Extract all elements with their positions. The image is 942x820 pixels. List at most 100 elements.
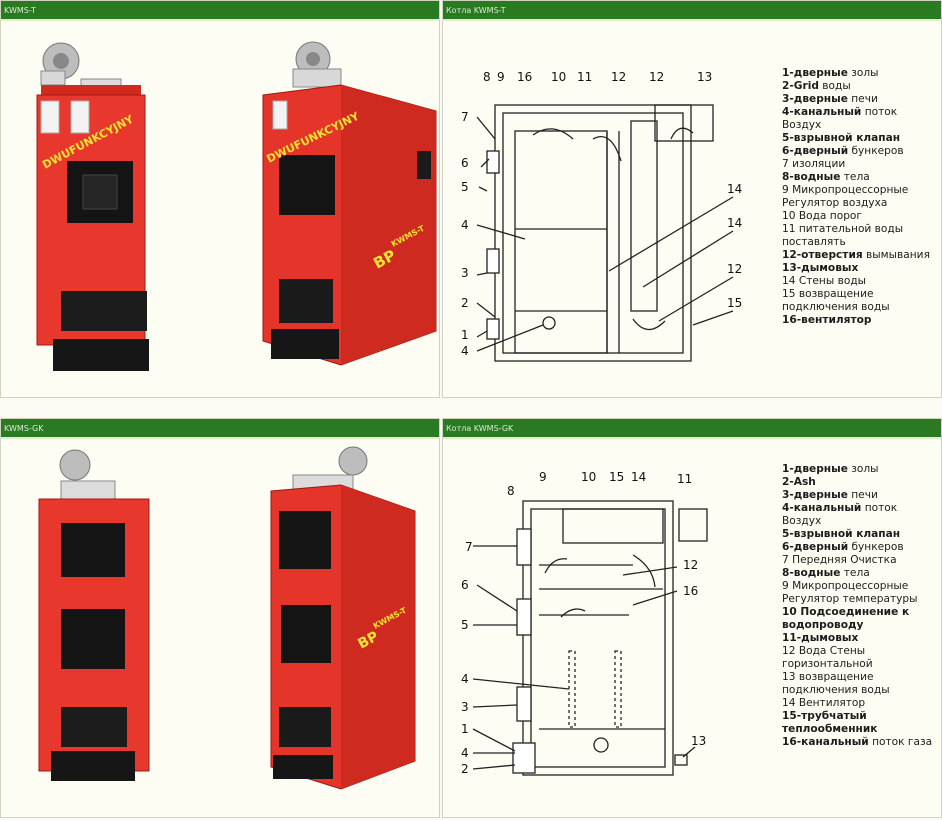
legend-item: 2-Grid воды bbox=[782, 80, 930, 93]
legend-item: 1-дверные золы bbox=[782, 463, 932, 476]
diagram-label: 12 bbox=[611, 70, 626, 84]
legend-item: подключения воды bbox=[782, 684, 932, 697]
legend-item: 5-взрывной клапан bbox=[782, 132, 930, 145]
diagram-label: 7 bbox=[461, 110, 469, 124]
diagram-label: 9 bbox=[497, 70, 505, 84]
legend-item: 13 возвращение bbox=[782, 671, 932, 684]
legend-item: 7 Передняя Очистка bbox=[782, 554, 932, 567]
diagram-label: 11 bbox=[577, 70, 592, 84]
legend-item-key: 3-дверные bbox=[782, 489, 848, 501]
boiler-side-photo: BP KWMS-T bbox=[270, 446, 416, 790]
diagram-label: 4 bbox=[461, 672, 469, 686]
panel-bottom-left: KWMS-GK BP KWMS-T bbox=[0, 418, 440, 818]
diagram-label: 5 bbox=[461, 618, 469, 632]
legend-item-key: 4-канальный bbox=[782, 502, 862, 514]
legend-item: 14 Стены воды bbox=[782, 275, 930, 288]
panel-header: KWMS-GK bbox=[1, 419, 439, 439]
legend-item-key: 2-Grid bbox=[782, 80, 819, 92]
legend-item-text: подключения воды bbox=[782, 301, 890, 313]
diagram-label: 1 bbox=[461, 328, 469, 342]
legend-item: Регулятор воздуха bbox=[782, 197, 930, 210]
diagram-label: 6 bbox=[461, 156, 469, 170]
legend-item-key: 15-трубчатый bbox=[782, 710, 867, 722]
diagram-label: 2 bbox=[461, 296, 469, 310]
panel-top-right: Котла KWMS-T bbox=[442, 0, 942, 398]
boiler-photos-kwms-gk: BP KWMS-T bbox=[38, 446, 416, 790]
legend-item: 10 Вода порог bbox=[782, 210, 930, 223]
legend-item-text: 12 Вода Стены bbox=[782, 645, 866, 657]
legend-item: 6-дверный бункеров bbox=[782, 541, 932, 554]
legend-item: 15-трубчатый bbox=[782, 710, 932, 723]
legend-item-text: 13 возвращение bbox=[782, 671, 874, 683]
legend-item: 11 питательной воды bbox=[782, 223, 930, 236]
diagram-label: 10 bbox=[581, 470, 596, 484]
panel-top-left: KWMS-T DWUFUNKCYJNY bbox=[0, 0, 440, 398]
legend-item-key: 6-дверный bbox=[782, 145, 849, 157]
legend-item-text: 7 изоляции bbox=[782, 158, 846, 170]
legend-item-text: 7 Передняя Очистка bbox=[782, 554, 897, 566]
legend-item-key: 8-водные bbox=[782, 171, 841, 183]
legend-item-text: Регулятор температуры bbox=[782, 593, 918, 605]
legend-item: 1-дверные золы bbox=[782, 67, 930, 80]
legend-item-key: 2-Ash bbox=[782, 476, 816, 488]
legend-item: 8-водные тела bbox=[782, 567, 932, 580]
legend-item: 12 Вода Стены bbox=[782, 645, 932, 658]
legend-item-text: 15 возвращение bbox=[782, 288, 874, 300]
diagram-label: 6 bbox=[461, 578, 469, 592]
diagram-label: 14 bbox=[727, 182, 742, 196]
legend-item-text: подключения воды bbox=[782, 684, 890, 696]
diagram-label: 4 bbox=[461, 344, 469, 358]
legend-item: 3-дверные печи bbox=[782, 489, 932, 502]
legend-item: 4-канальный поток bbox=[782, 502, 932, 515]
legend-item-key: 11-дымовых bbox=[782, 632, 859, 644]
legend-item: Регулятор температуры bbox=[782, 593, 932, 606]
legend-item-key: теплообменник bbox=[782, 723, 878, 735]
boiler-photos-kwms-t: DWUFUNKCYJNY DWUFUNKCYJNY BP KWMS-T bbox=[36, 41, 437, 371]
legend-item-key: 16-канальный bbox=[782, 736, 869, 748]
legend-item-key: 1-дверные bbox=[782, 67, 848, 79]
legend-item-key: 5-взрывной клапан bbox=[782, 132, 901, 144]
diagram-label: 7 bbox=[465, 540, 473, 554]
legend-item-text: воды bbox=[818, 80, 851, 92]
legend-item-text: тела bbox=[840, 567, 870, 579]
legend-item-text: поток bbox=[861, 502, 898, 514]
panel-header: Котла KWMS-T bbox=[443, 1, 941, 21]
legend-item-key: 13-дымовых bbox=[782, 262, 859, 274]
diagram-label: 3 bbox=[461, 700, 469, 714]
legend-item-key: 4-канальный bbox=[782, 106, 862, 118]
legend-item-text: поток газа bbox=[868, 736, 933, 748]
diagram-label: 14 bbox=[727, 216, 742, 230]
legend-item: 15 возвращение bbox=[782, 288, 930, 301]
legend-item-key: 3-дверные bbox=[782, 93, 848, 105]
legend-item-text: 11 питательной воды bbox=[782, 223, 904, 235]
legend-item-text: Воздух bbox=[782, 515, 822, 527]
legend-item: 10 Подсоединение к bbox=[782, 606, 932, 619]
legend-item-text: поток bbox=[861, 106, 898, 118]
legend-item: 9 Микропроцессорные bbox=[782, 580, 932, 593]
panel-header: KWMS-T bbox=[1, 1, 439, 21]
legend-item: 13-дымовых bbox=[782, 262, 930, 275]
diagram-label: 15 bbox=[727, 296, 742, 310]
diagram-label: 3 bbox=[461, 266, 469, 280]
diagram-label: 12 bbox=[649, 70, 664, 84]
diagram-label: 12 bbox=[727, 262, 742, 276]
boiler-front-photo: DWUFUNKCYJNY bbox=[36, 42, 149, 371]
legend-item-text: тела bbox=[840, 171, 870, 183]
diagram-label: 13 bbox=[691, 734, 706, 748]
diagram-label: 10 bbox=[551, 70, 566, 84]
legend-item: 4-канальный поток bbox=[782, 106, 930, 119]
diagram-label: 14 bbox=[631, 470, 646, 484]
legend-item-key: водопроводу bbox=[782, 619, 864, 631]
legend-item-text: 14 Стены воды bbox=[782, 275, 867, 287]
legend-item: 2-Ash bbox=[782, 476, 932, 489]
diagram-label: 8 bbox=[483, 70, 491, 84]
legend-item: 6-дверный бункеров bbox=[782, 145, 930, 158]
legend-item-key: 5-взрывной клапан bbox=[782, 528, 901, 540]
legend-item-text: золы bbox=[847, 67, 879, 79]
legend-item-text: 9 Микропроцессорные bbox=[782, 184, 909, 196]
legend-item-text: поставлять bbox=[782, 236, 846, 248]
diagram-label: 13 bbox=[697, 70, 712, 84]
legend-item-text: 9 Микропроцессорные bbox=[782, 580, 909, 592]
